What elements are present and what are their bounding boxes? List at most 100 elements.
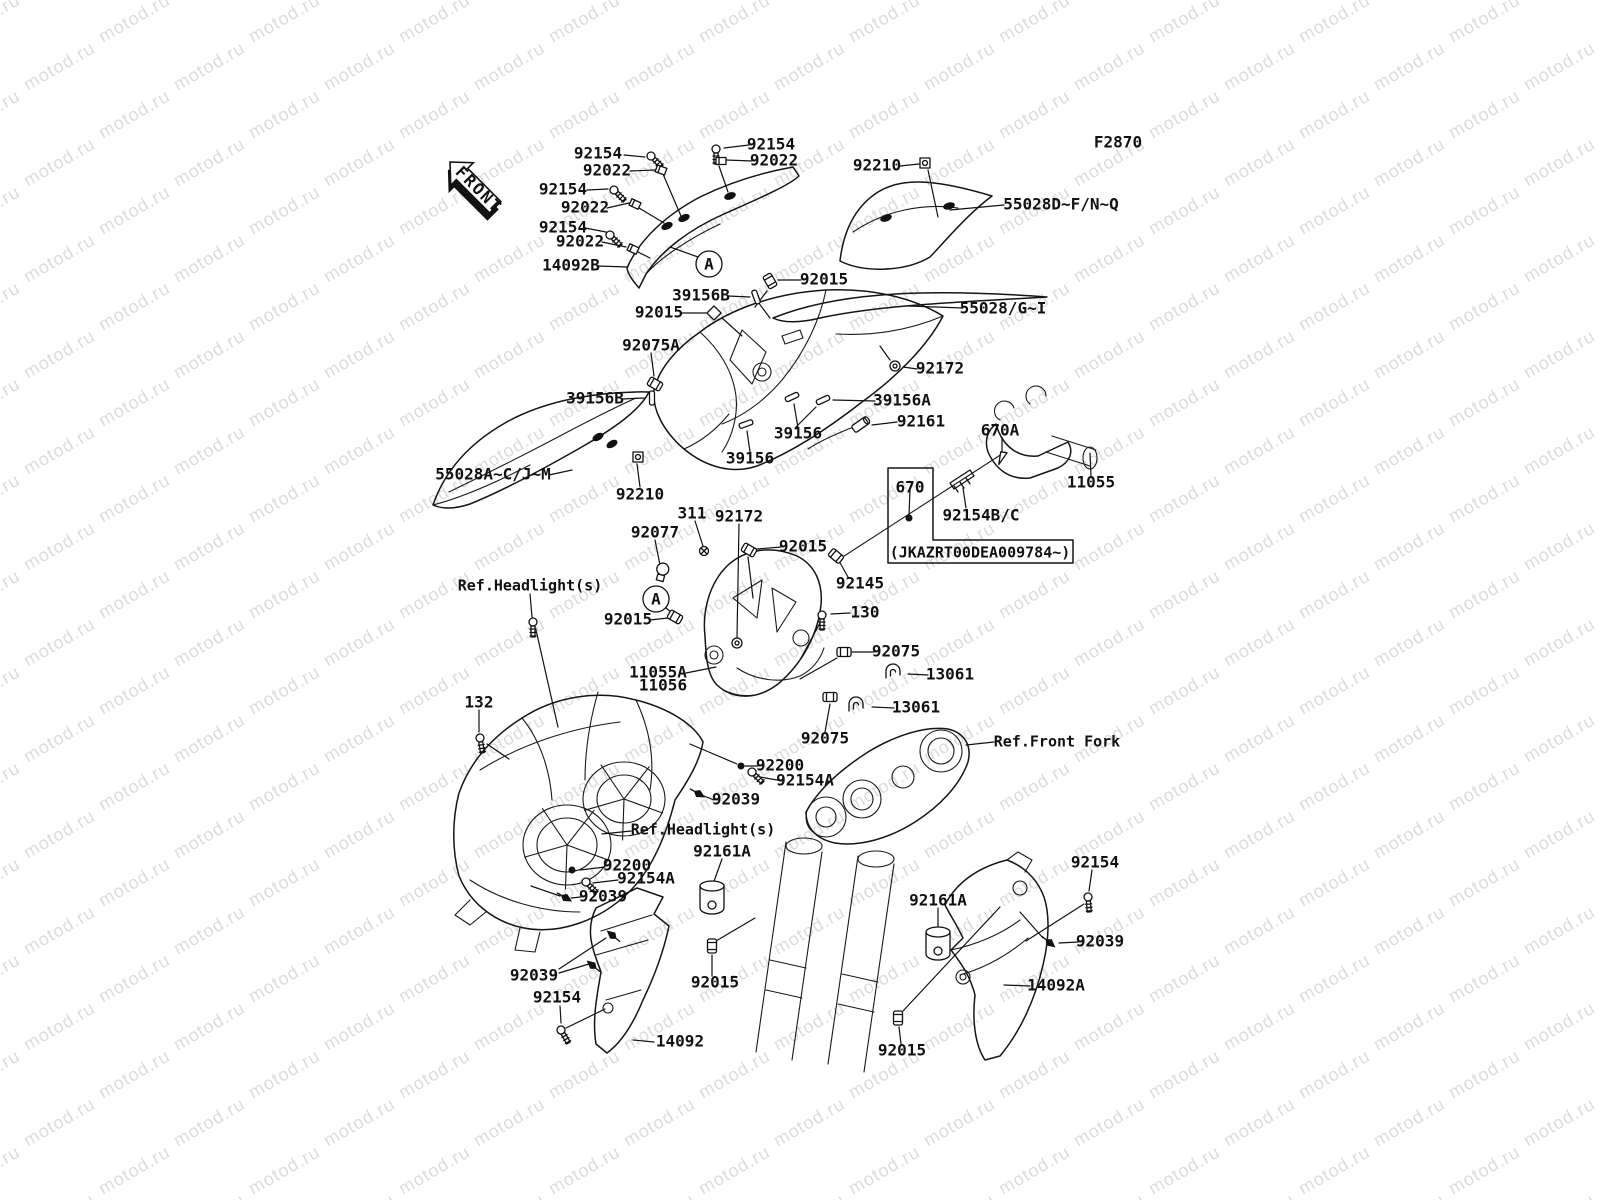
part-number-label: 92154B/C bbox=[942, 506, 1019, 525]
part-outline bbox=[805, 727, 970, 845]
part-detail-line bbox=[765, 989, 803, 999]
rivet-92039-icon bbox=[556, 892, 573, 902]
figure-code: F2870 bbox=[1094, 133, 1142, 152]
head-92200-icon bbox=[568, 866, 576, 874]
part-ring bbox=[805, 796, 847, 838]
leader-line bbox=[799, 657, 838, 680]
part-outline bbox=[985, 423, 1072, 479]
part-number-label: 11055 bbox=[1067, 473, 1115, 492]
leader-line bbox=[712, 858, 723, 885]
washer-92022-icon bbox=[628, 198, 642, 210]
trim-39156-icon bbox=[738, 419, 754, 429]
leader-line bbox=[548, 469, 573, 476]
pad-icon bbox=[661, 221, 673, 231]
nut-92210-icon bbox=[632, 451, 644, 463]
lens-spoke bbox=[623, 798, 664, 814]
leader-line bbox=[723, 144, 750, 149]
leader-line bbox=[579, 866, 606, 871]
part-number-label: 92077 bbox=[631, 523, 679, 542]
lens-or-tube-end bbox=[536, 817, 598, 873]
clamp-13061-icon bbox=[848, 696, 864, 712]
part-number-label: 13061 bbox=[892, 698, 940, 717]
pin-670-icon bbox=[905, 514, 913, 522]
leader-line bbox=[638, 207, 665, 224]
screw-92154A-icon bbox=[747, 767, 765, 785]
leader-line bbox=[637, 251, 651, 259]
reference-label: Ref.Front Fork bbox=[994, 733, 1120, 751]
leader-line bbox=[715, 917, 756, 942]
lens-or-tube-end bbox=[1082, 446, 1098, 470]
leader-line bbox=[669, 246, 699, 258]
leader-line bbox=[757, 301, 771, 319]
leader-line bbox=[746, 430, 751, 453]
leader-line bbox=[629, 169, 656, 172]
collar-92161A-icon bbox=[925, 926, 951, 961]
part-detail-line bbox=[841, 973, 879, 983]
part-ring bbox=[792, 629, 810, 647]
part-detail-line bbox=[454, 899, 487, 926]
part-number-label: 132 bbox=[465, 693, 494, 712]
part-detail-line bbox=[595, 939, 649, 956]
screw-92154-icon bbox=[646, 151, 664, 169]
leader-line bbox=[899, 163, 920, 167]
part-detail-line bbox=[729, 329, 767, 385]
leader-line bbox=[965, 741, 995, 746]
part-detail-line bbox=[479, 721, 621, 771]
leader-line bbox=[486, 743, 510, 760]
clip-92015-icon bbox=[706, 305, 722, 321]
part-number-label: 92154A bbox=[776, 771, 834, 790]
lens-or-tube-end bbox=[785, 837, 823, 855]
part-number-label: 55028D~F/N~Q bbox=[1003, 195, 1119, 214]
trim-39156A-icon bbox=[815, 394, 831, 406]
part-number-label: 92154 bbox=[533, 988, 581, 1007]
screw-130-icon bbox=[817, 610, 827, 631]
part-detail-line bbox=[837, 1003, 875, 1013]
part-detail-line bbox=[645, 223, 721, 275]
leader-line bbox=[793, 403, 799, 429]
leader-line bbox=[592, 879, 619, 884]
part-number-label: 39156B bbox=[672, 286, 730, 305]
collar-92161A-icon bbox=[699, 880, 725, 915]
leader-line bbox=[907, 673, 929, 676]
part-number-label: 92161 bbox=[897, 412, 945, 431]
leader-line bbox=[830, 612, 851, 615]
part-detail-line bbox=[432, 464, 531, 506]
part-detail-line bbox=[1025, 385, 1047, 405]
part-ring bbox=[752, 362, 772, 382]
leader-line bbox=[606, 202, 630, 209]
part-number-label: 92154 bbox=[539, 218, 587, 237]
part-number-label: 13061 bbox=[926, 665, 974, 684]
part-detail-line bbox=[683, 413, 730, 450]
part-number-label: 92154 bbox=[1071, 853, 1119, 872]
leader-line bbox=[596, 265, 629, 268]
part-number-label: 92154 bbox=[539, 180, 587, 199]
rivet-92039-icon bbox=[606, 930, 621, 943]
serial-number: (JKAZRT00DEA009784~) bbox=[890, 544, 1071, 562]
part-detail-line bbox=[852, 205, 959, 233]
part-detail-line bbox=[993, 400, 1015, 421]
leader-line bbox=[907, 305, 964, 309]
leader-line bbox=[1058, 941, 1079, 944]
part-number-label: 92022 bbox=[750, 151, 798, 170]
leader-line bbox=[718, 165, 729, 193]
part-number-label: 14092B bbox=[542, 256, 600, 275]
detail-marker-circle bbox=[642, 585, 670, 613]
lens-or-tube-end bbox=[582, 761, 666, 837]
part-ring bbox=[955, 969, 971, 985]
leader-line bbox=[565, 1008, 606, 1029]
lens-or-tube-end bbox=[857, 850, 895, 868]
rivet-92039-icon bbox=[586, 960, 601, 973]
reference-label: Ref.Headlight(s) bbox=[458, 577, 603, 595]
leader-line bbox=[908, 489, 911, 516]
rivet-92039-icon bbox=[689, 788, 706, 798]
leader-line bbox=[558, 937, 607, 970]
part-number-label: 311 bbox=[678, 504, 707, 523]
part-number-label: 92210 bbox=[616, 485, 664, 504]
part-number-label: 92075 bbox=[801, 729, 849, 748]
part-number-label: 92039 bbox=[712, 790, 760, 809]
rivet-92039-icon bbox=[1041, 935, 1056, 948]
part-number-label: 92015 bbox=[878, 1041, 926, 1060]
pad-icon bbox=[678, 213, 690, 223]
leader-line bbox=[794, 406, 817, 429]
